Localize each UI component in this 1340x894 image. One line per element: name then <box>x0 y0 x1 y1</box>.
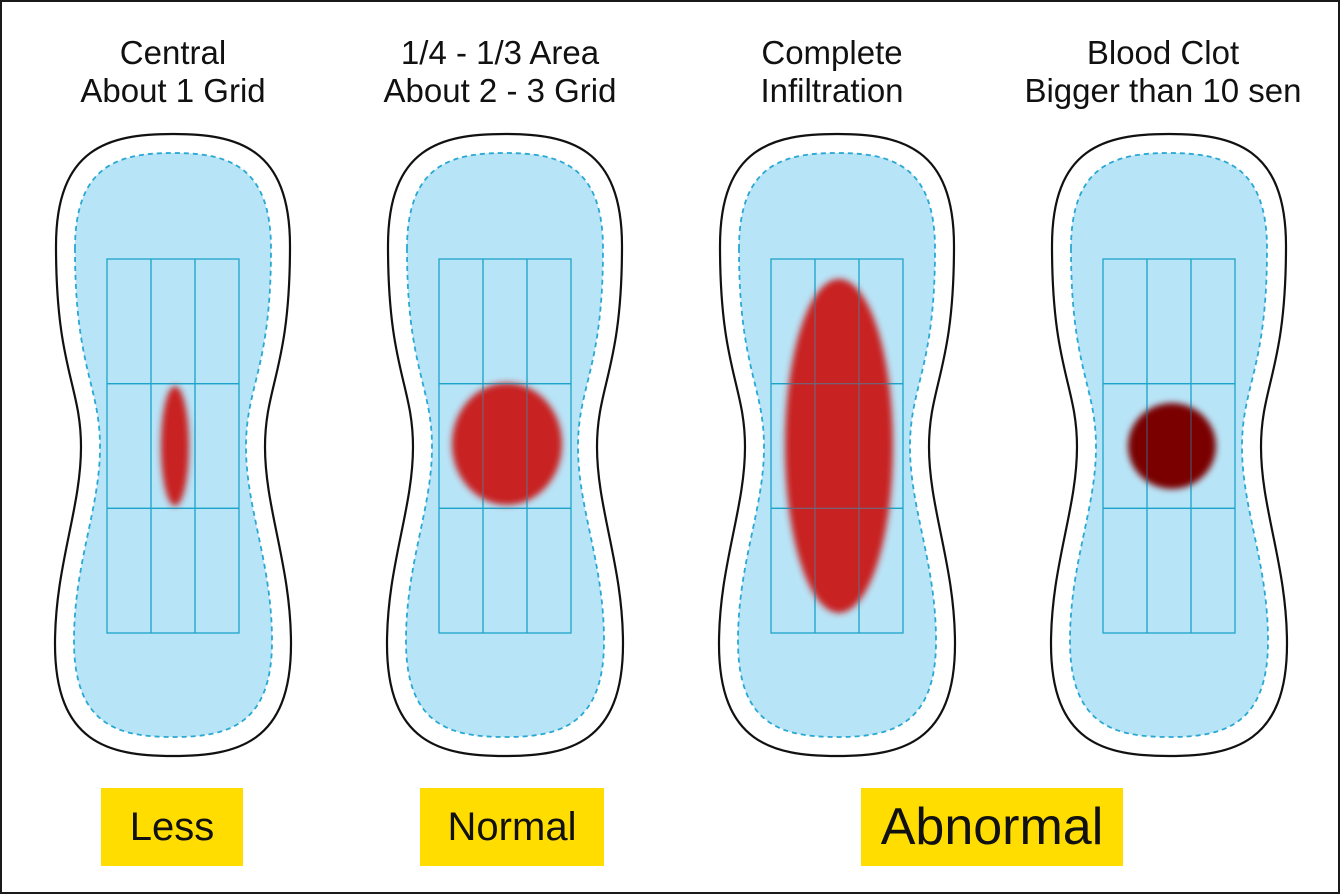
less-badge: Less <box>101 788 243 866</box>
grid-border <box>106 258 240 634</box>
pad-4-blood-clot <box>1049 132 1289 758</box>
grid-border <box>770 258 904 634</box>
grid-border <box>438 258 572 634</box>
pad-title-1-line-2: About 1 Grid <box>80 72 266 109</box>
pad-title-1-line-1: Central <box>119 34 227 71</box>
blood-stain <box>452 383 562 505</box>
pad-title-4: Blood Clot Bigger than 10 sen <box>998 34 1328 110</box>
pad-title-3-line-2: Infiltration <box>760 72 904 109</box>
pad-2-normal <box>385 132 625 758</box>
grid-border <box>1102 258 1236 634</box>
pad-grid-overlay <box>1103 259 1235 633</box>
pad-grid-overlay <box>771 259 903 633</box>
pad-title-2-line-1: 1/4 - 1/3 Area <box>400 34 600 71</box>
blood-stain <box>161 386 189 506</box>
pad-title-1: Central About 1 Grid <box>8 34 338 110</box>
blood-stain <box>785 279 893 613</box>
pad-title-3: Complete Infiltration <box>667 34 997 110</box>
pad-title-4-line-2: Bigger than 10 sen <box>1024 72 1302 109</box>
blood-stain <box>1128 403 1216 489</box>
pad-1-less <box>53 132 293 758</box>
pad-title-2-line-2: About 2 - 3 Grid <box>383 72 617 109</box>
pad-grid-overlay <box>107 259 239 633</box>
pad-title-2: 1/4 - 1/3 Area About 2 - 3 Grid <box>335 34 665 110</box>
normal-badge: Normal <box>420 788 604 866</box>
pad-title-4-line-1: Blood Clot <box>1086 34 1240 71</box>
abnormal-badge: Abnormal <box>861 788 1123 866</box>
pad-3-complete-infiltration <box>717 132 957 758</box>
pad-title-3-line-1: Complete <box>761 34 903 71</box>
pad-grid-overlay <box>439 259 571 633</box>
